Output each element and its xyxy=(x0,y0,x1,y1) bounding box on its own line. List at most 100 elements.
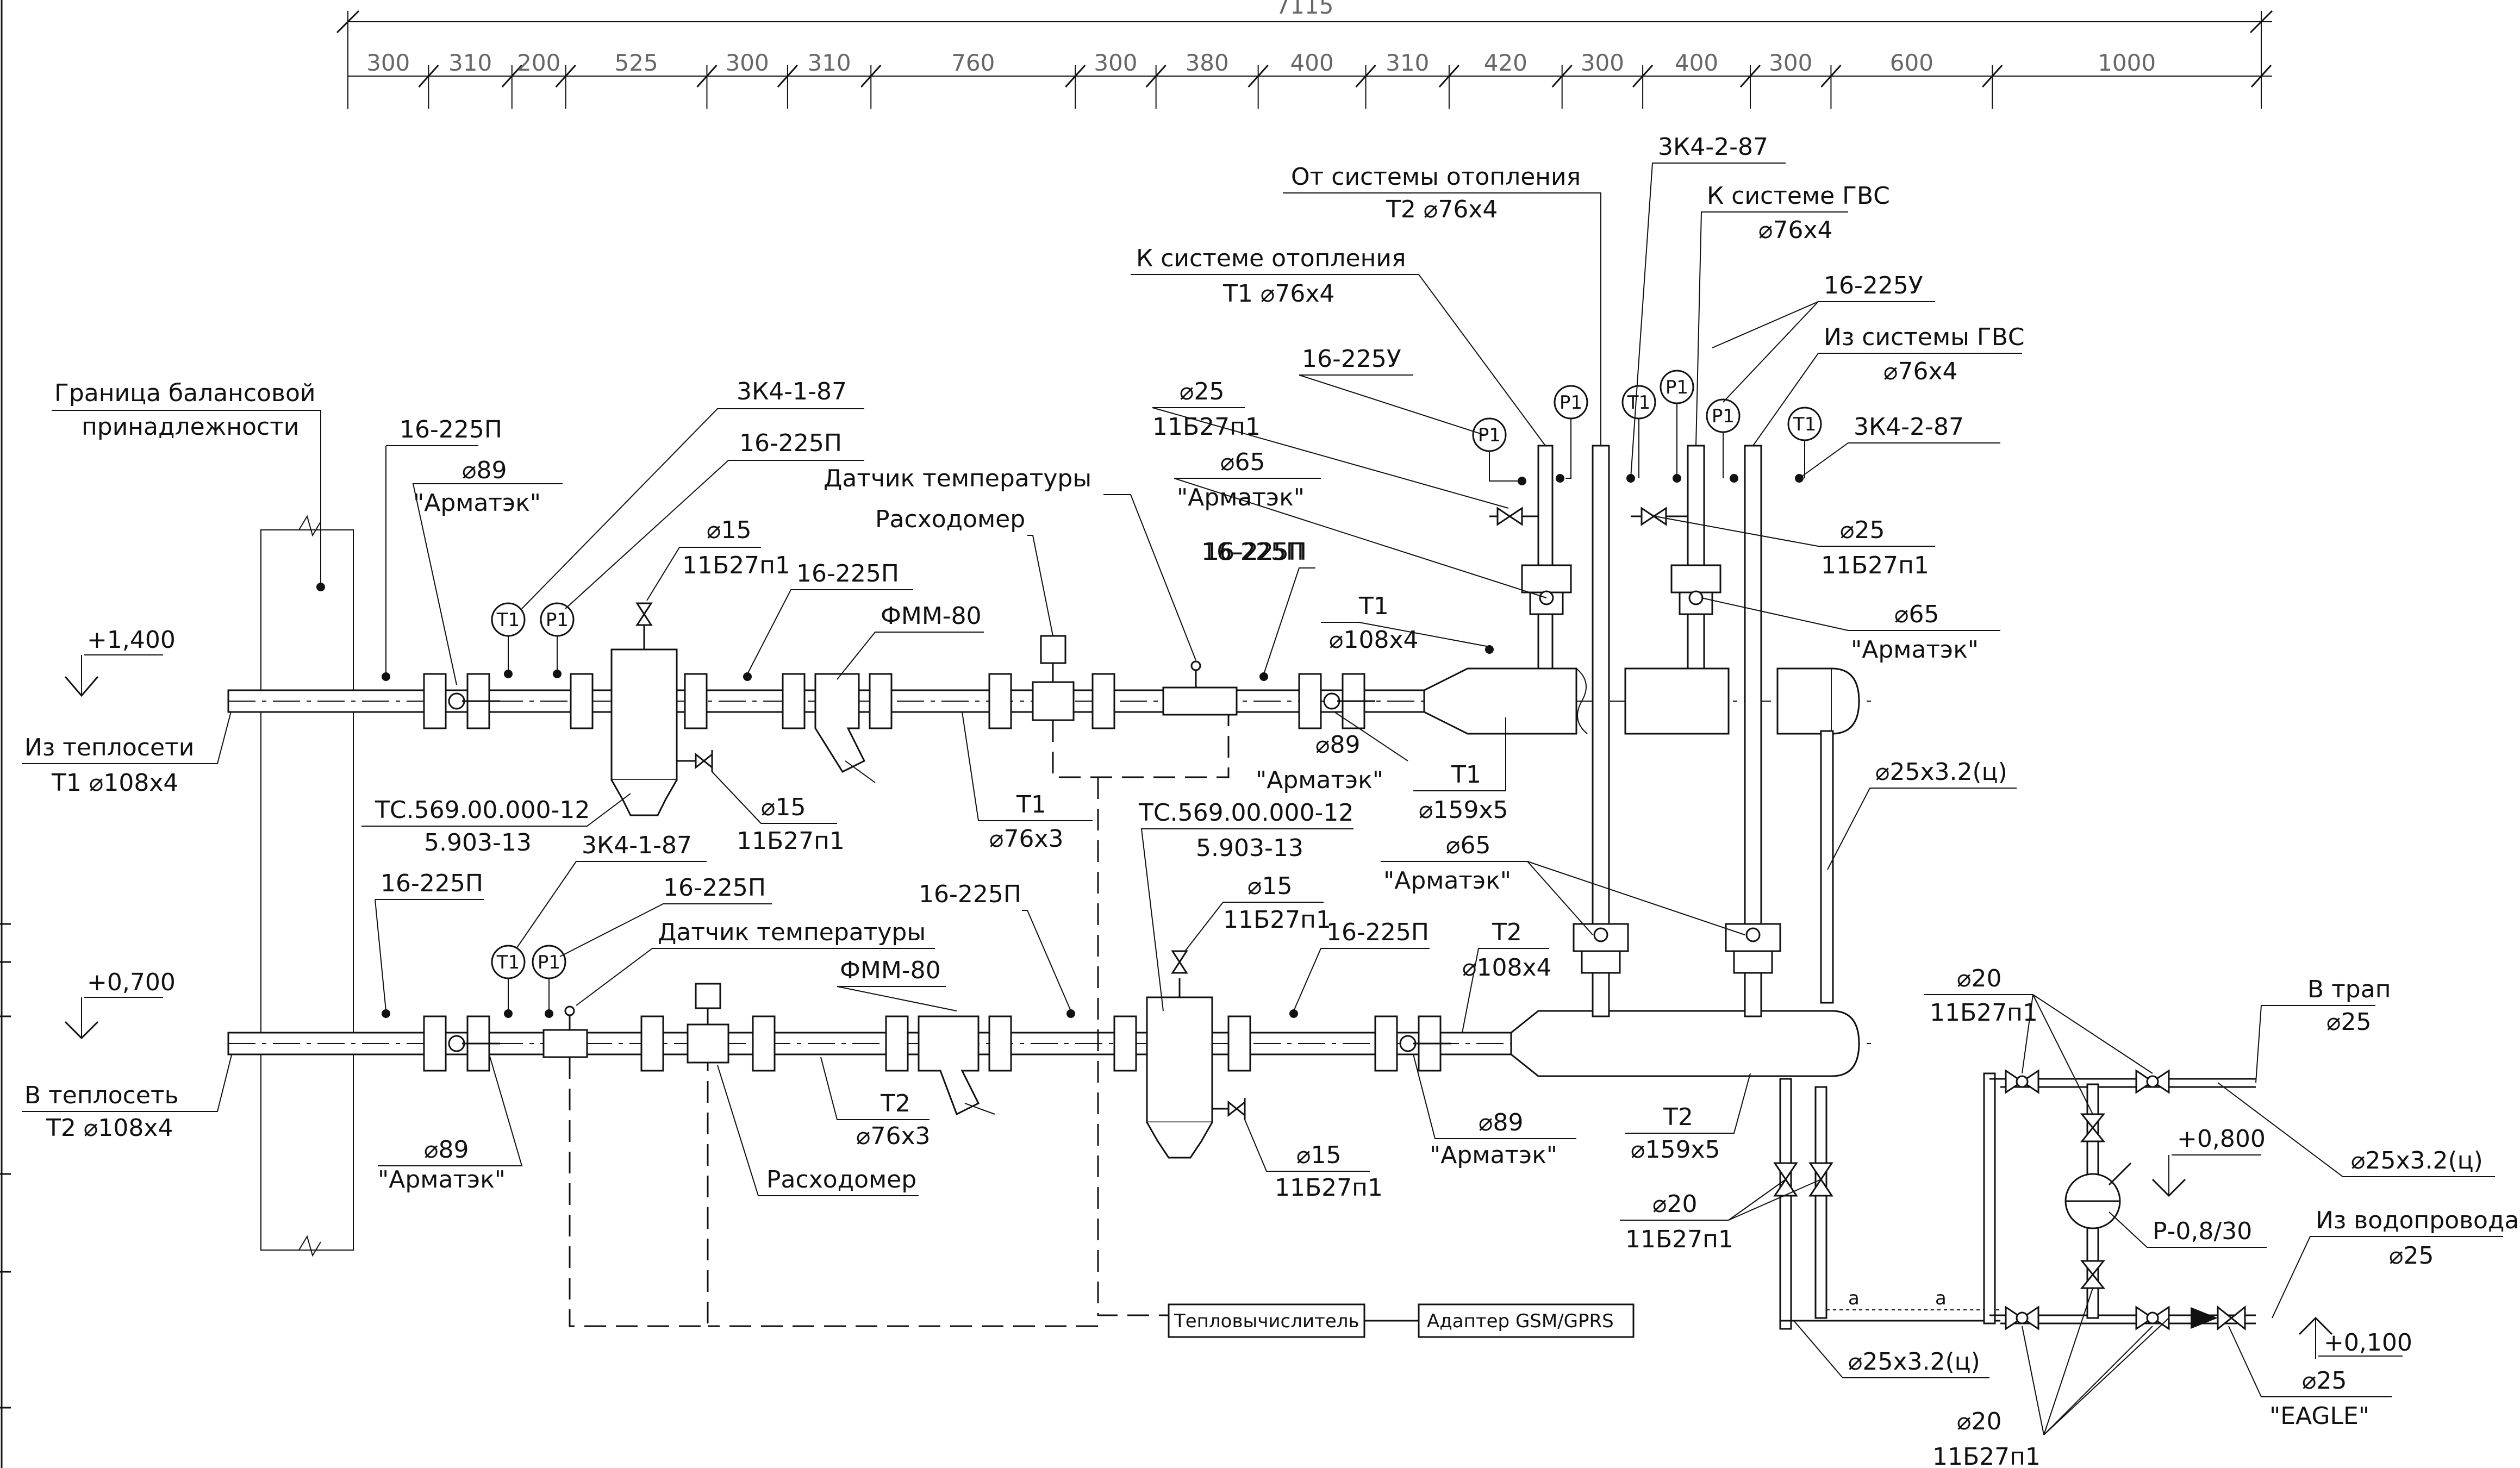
label-d65-lower: ⌀65 xyxy=(1446,832,1490,859)
label-t2-c: Т2 xyxy=(1663,1103,1693,1131)
label-armatek-2: "Арматэк" xyxy=(1256,766,1383,794)
elevation-bottom-value: +0,700 xyxy=(87,969,176,996)
label-d76-2: ⌀76х3 xyxy=(856,1122,931,1150)
return-pipeline-t2 xyxy=(227,950,1875,1159)
label-d65-left: ⌀65 xyxy=(1220,448,1265,476)
elevation-water-value: +0,100 xyxy=(2324,1329,2412,1357)
label-d15-4: ⌀15 xyxy=(1296,1141,1341,1169)
label-16-225p-5: 16-225П xyxy=(663,874,766,902)
dim-segment: 300 xyxy=(726,49,769,76)
label-d20-mid: ⌀20 xyxy=(1652,1190,1697,1218)
label-t2-b: Т2 xyxy=(880,1090,910,1117)
label-armatek-left: "Арматэк" xyxy=(1177,484,1305,511)
signal-lines xyxy=(569,715,1230,1327)
dim-segment: 525 xyxy=(615,49,658,76)
label-t2-a: Т2 xyxy=(1492,919,1522,946)
elevation-trap-value: +0,800 xyxy=(2177,1125,2266,1153)
label-from-heating-pipe: Т2 ⌀76х4 xyxy=(1386,196,1498,223)
label-d25-left: ⌀25 xyxy=(1180,378,1224,405)
heat-calculator-label: Тепловычислитель xyxy=(1174,1310,1359,1332)
dim-segment: 600 xyxy=(1890,49,1933,76)
label-16-225p-7: 16-225П xyxy=(919,880,1021,908)
label-a-2: а xyxy=(1935,1288,1947,1309)
label-to-heating-pipe: Т1 ⌀76х4 xyxy=(1222,280,1334,308)
label-11b27-d20-mid: 11Б27п1 xyxy=(1625,1226,1733,1253)
drainage-system xyxy=(1773,1069,2256,1331)
label-16-225p-top: 16-225П xyxy=(1204,538,1307,566)
label-d25x32-3: ⌀25х3.2(ц) xyxy=(1848,1348,1980,1376)
elevation-top: +1,400 xyxy=(64,626,176,697)
label-3k4-2: 3К4-1-87 xyxy=(582,832,692,859)
label-pressure-gauge: Р-0,8/30 xyxy=(2153,1217,2252,1245)
label-from-heating: От системы отопления xyxy=(1291,163,1581,191)
dim-segment: 300 xyxy=(1769,49,1812,76)
instrument-t1: Т1 xyxy=(496,609,520,631)
label-to-gvs-pipe: ⌀76х4 xyxy=(1758,216,1833,244)
label-d159-2: ⌀159х5 xyxy=(1631,1136,1720,1164)
elevation-trap: +0,800 xyxy=(2151,1125,2266,1197)
label-d15-1: ⌀15 xyxy=(707,516,751,544)
label-16-225p-3: 16-225П xyxy=(796,560,899,588)
label-11b27-d20-bot: 11Б27п1 xyxy=(1932,1443,2041,1468)
heat-calculator-box xyxy=(1168,1303,1365,1338)
label-t1-a: Т1 xyxy=(1358,592,1389,620)
label-fmm80-2: ФММ-80 xyxy=(840,957,941,984)
supply-pipeline-t1 xyxy=(227,602,1875,816)
gsm-adapter-box xyxy=(1418,1303,1635,1338)
dim-segment: 1000 xyxy=(2098,49,2156,76)
label-11b27-1: 11Б27п1 xyxy=(682,552,790,579)
instrument-p1-riser-2: Р1 xyxy=(1560,392,1582,414)
gsm-adapter-label: Адаптер GSM/GPRS xyxy=(1427,1310,1614,1332)
building-wall xyxy=(260,515,354,1257)
label-tc-2b: 5.903-13 xyxy=(1196,834,1303,862)
boundary-label-1: Граница балансовой xyxy=(54,379,316,407)
label-16-225u-left: 16-225У xyxy=(1302,345,1401,373)
instrument-t1-riser: Т1 xyxy=(1627,392,1650,414)
label-t1-c: Т1 xyxy=(1016,791,1046,819)
label-d159-1: ⌀159х5 xyxy=(1419,796,1508,824)
label-16-225p-2: 16-225П xyxy=(739,429,842,457)
label-eagle: "EAGLE" xyxy=(2269,1402,2369,1430)
label-fmm80-1: ФММ-80 xyxy=(881,602,982,630)
label-11b27-left: 11Б27п1 xyxy=(1152,413,1261,441)
to-network-pipe: Т2 ⌀108х4 xyxy=(46,1114,173,1142)
instrument-p1-riser: Р1 xyxy=(1478,424,1501,446)
label-11b27-right: 11Б27п1 xyxy=(1821,552,1929,579)
label-d76-1: ⌀76х3 xyxy=(989,825,1064,853)
dim-segment: 310 xyxy=(448,49,492,76)
label-flowmeter-2: Расходомер xyxy=(766,1166,916,1194)
label-tc-2a: ТС.569.00.000-12 xyxy=(1138,799,1353,827)
dim-segment: 300 xyxy=(1094,49,1137,76)
label-armatek-3: "Арматэк" xyxy=(1430,1141,1557,1169)
label-d20-bot: ⌀20 xyxy=(1957,1408,2001,1435)
sheet-border xyxy=(0,0,11,1468)
label-d15-2: ⌀15 xyxy=(761,794,806,821)
label-from-gvs-pipe: ⌀76х4 xyxy=(1883,358,1958,385)
from-network-pipe: Т1 ⌀108х4 xyxy=(51,769,178,797)
label-3k4-1: 3К4-1-87 xyxy=(737,378,847,405)
label-d89-4: ⌀89 xyxy=(424,1136,469,1164)
label-16-225p-6: 16-225П xyxy=(381,870,483,897)
dim-segment: 200 xyxy=(517,49,560,76)
label-t1-b: Т1 xyxy=(1451,761,1481,789)
dim-segment: 310 xyxy=(1386,49,1429,76)
elevation-water: +0,100 xyxy=(2298,1316,2412,1359)
instrument-p1-riser-4: Р1 xyxy=(1712,405,1735,427)
label-d89-3: ⌀89 xyxy=(1479,1109,1523,1136)
label-16-225p-4: 16-225П xyxy=(1201,538,1304,566)
instrument-p1-lower: Р1 xyxy=(538,952,560,973)
instruments: Т1 Р1 Т1 Р1 Р1 Р1 Т1 Р1 Р1 Т1 xyxy=(491,370,1822,1018)
label-d65-right: ⌀65 xyxy=(1894,601,1939,628)
label-flowmeter-1: Расходомер xyxy=(875,505,1025,533)
label-3k4-2-87-right: 3К4-2-87 xyxy=(1854,413,1964,441)
label-d25x32-1: ⌀25х3.2(ц) xyxy=(1875,758,2007,786)
leader-dots xyxy=(382,645,1494,1018)
from-network-label: Из теплосети xyxy=(24,734,194,761)
elevation-bottom: +0,700 xyxy=(64,969,176,1040)
instrument-t1-riser-2: Т1 xyxy=(1793,414,1816,435)
label-11b27-4: 11Б27п1 xyxy=(1275,1174,1383,1202)
label-d25-right: ⌀25 xyxy=(1840,516,1885,544)
